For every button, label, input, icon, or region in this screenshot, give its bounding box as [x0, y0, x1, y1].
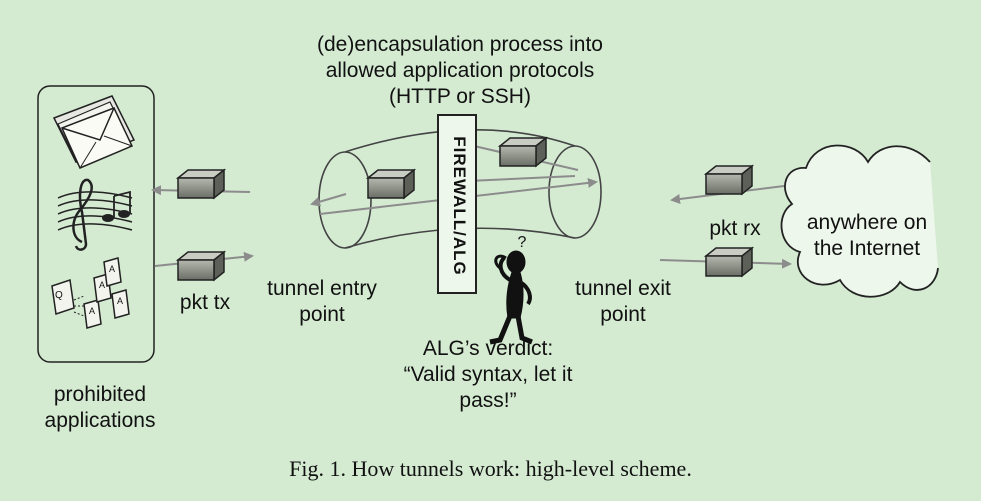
prohibited-apps-box	[37, 85, 155, 363]
figure-caption: Fig. 1. How tunnels work: high-level sch…	[289, 456, 692, 481]
alg-inspector-figure-icon	[489, 250, 533, 345]
verdict-label-line: ALG’s verdict:	[422, 337, 554, 360]
prohibited-label: prohibited applications	[30, 382, 170, 434]
tunnel-entry-label-line: point	[299, 303, 345, 326]
tunnel-entry-label-line: tunnel entry	[267, 277, 377, 300]
verdict-label-line: pass!”	[459, 389, 517, 412]
internet-label-line: the Internet	[813, 237, 921, 260]
tunnel-exit-label: tunnel exit point	[558, 276, 688, 328]
tunnel-entry-label: tunnel entry point	[252, 276, 392, 328]
process-label-line: (HTTP or SSH)	[389, 85, 531, 108]
firewall-box: FIREWALL/ALG	[437, 114, 477, 294]
verdict-label-line: “Valid syntax, let it	[403, 363, 573, 386]
card-letter: A	[89, 306, 95, 316]
process-label-line: (de)encapsulation process into	[316, 33, 603, 56]
pkt-tx-label: pkt tx	[179, 291, 231, 314]
internet-label-line: anywhere on	[806, 211, 928, 234]
verdict-label: ALG’s verdict: “Valid syntax, let it pas…	[378, 336, 598, 414]
prohibited-label-line: prohibited	[53, 383, 147, 406]
packet-icon	[177, 169, 225, 199]
packet-icon	[177, 251, 225, 281]
packet-icon	[499, 137, 547, 167]
question-mark: ?	[517, 234, 527, 251]
prohibited-label-line: applications	[44, 409, 156, 432]
internet-label: anywhere on the Internet	[800, 210, 934, 262]
music-note-icon	[57, 178, 133, 251]
packet-icon	[705, 165, 753, 195]
packet-icon	[367, 169, 415, 199]
mail-icon	[52, 95, 136, 169]
tunnel-exit-label-line: point	[600, 303, 646, 326]
packet-icon	[705, 247, 753, 277]
process-label-line: allowed application protocols	[325, 59, 595, 82]
internet-cloud-icon	[780, 144, 939, 298]
card-letter: A	[117, 296, 123, 306]
process-label: (de)encapsulation process into allowed a…	[300, 32, 620, 110]
card-letter: Q	[55, 290, 63, 301]
card-letter: A	[99, 280, 105, 290]
card-letter: A	[109, 264, 115, 274]
firewall-label: FIREWALL/ALG	[450, 136, 469, 276]
chat-faces-icon: Q A A A A	[51, 257, 130, 329]
pkt-rx-label: pkt rx	[709, 217, 761, 240]
tunnel-exit-label-line: tunnel exit	[575, 277, 671, 300]
